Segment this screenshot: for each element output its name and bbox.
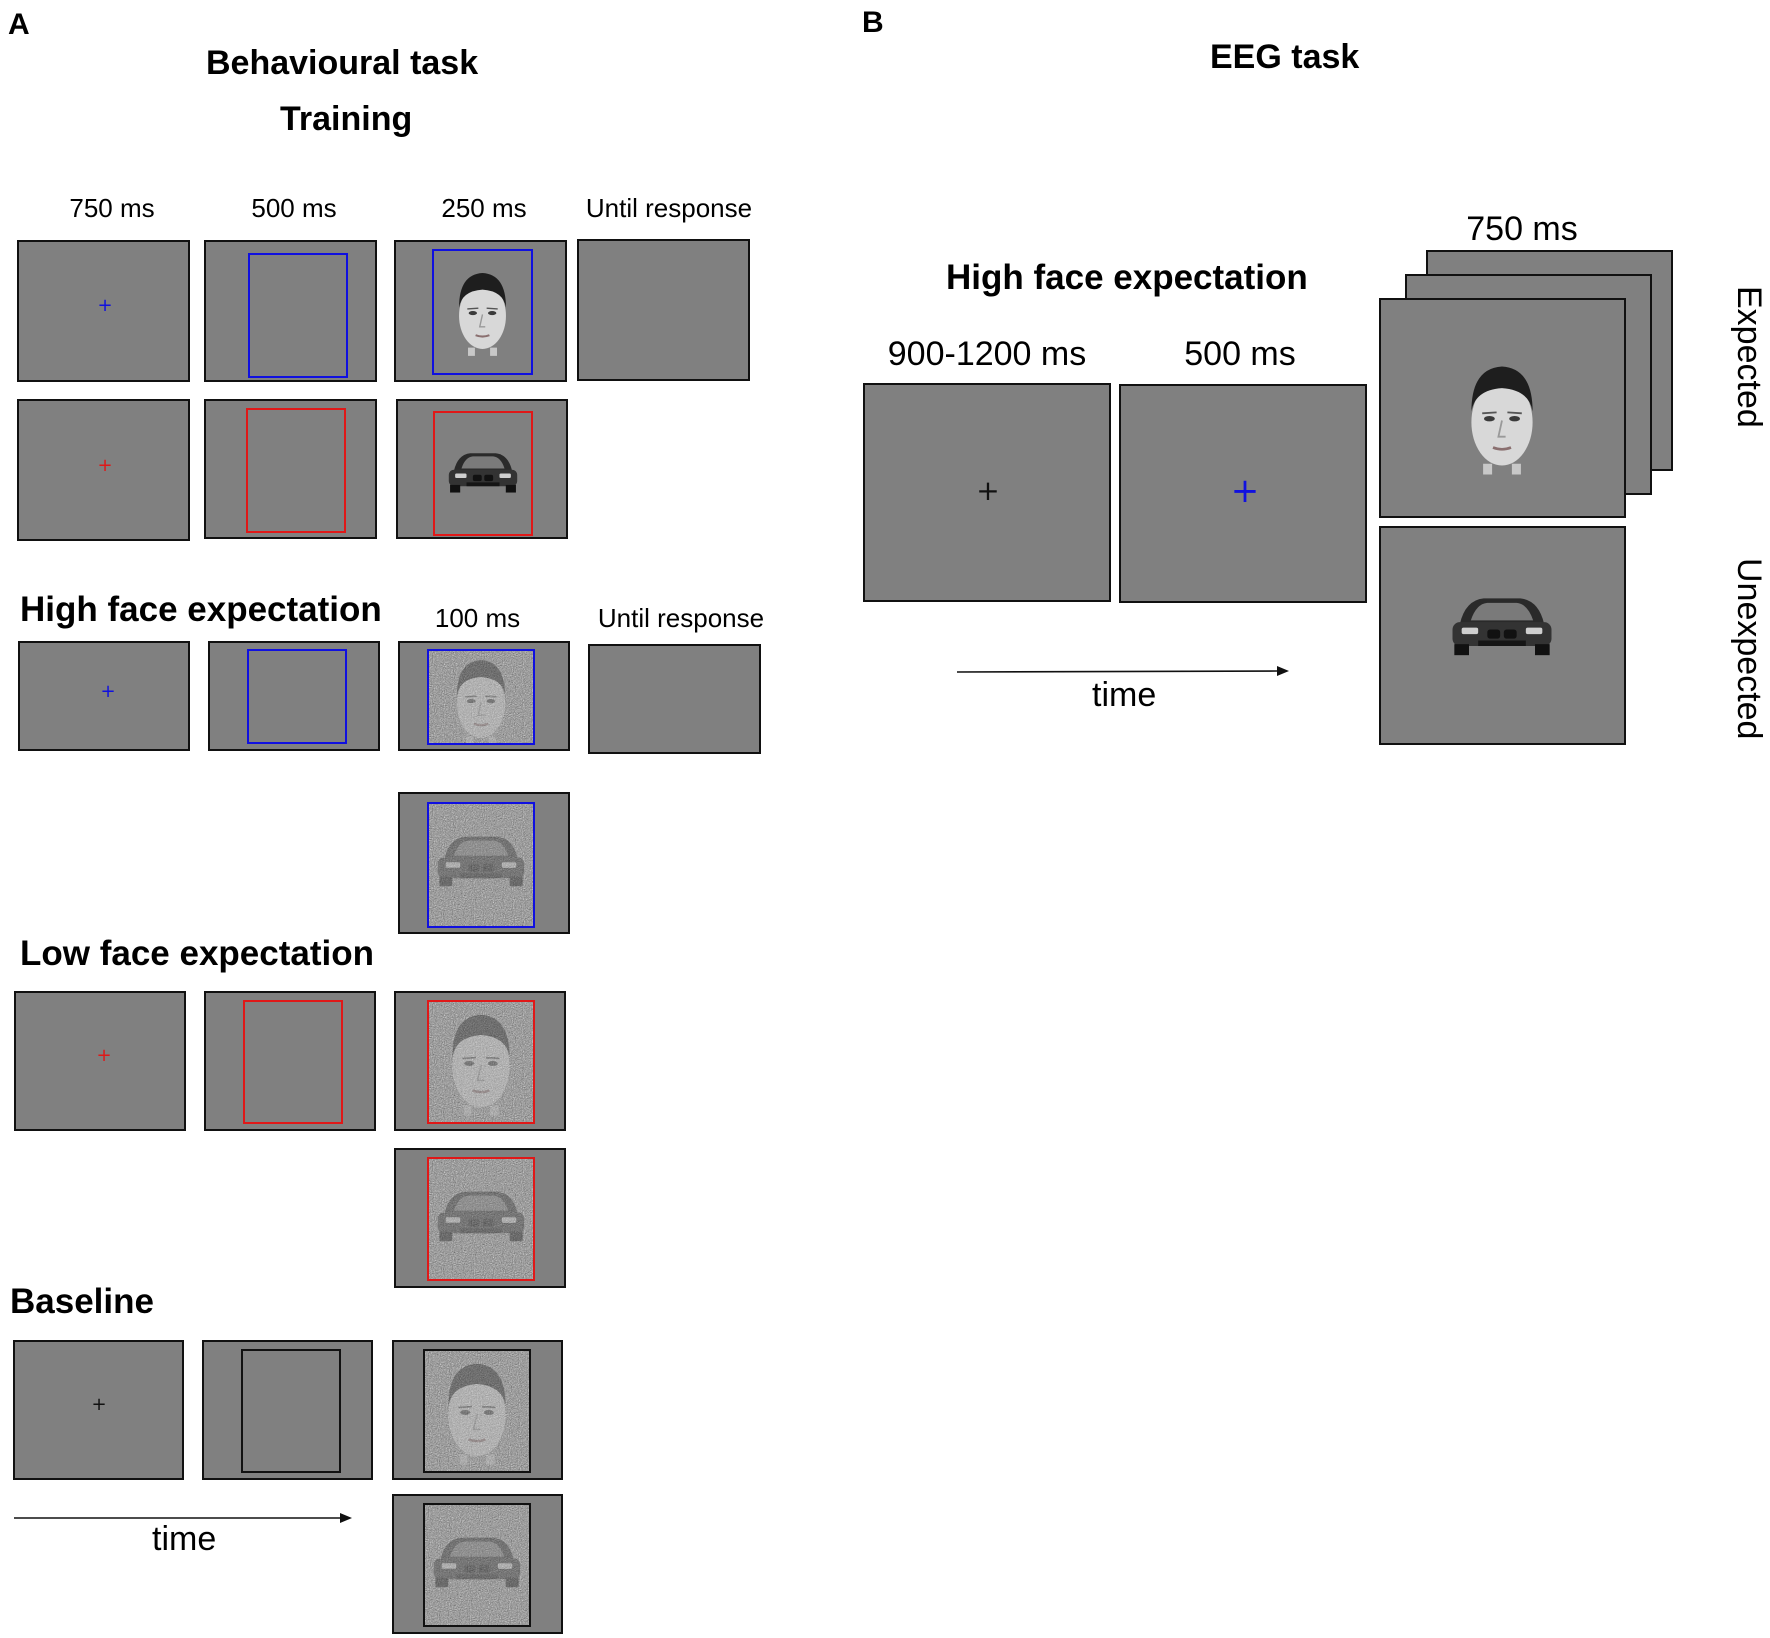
baseline-cue-screen [202, 1340, 373, 1480]
blue-cue-frame [432, 249, 533, 375]
blue-cue-frame [427, 649, 535, 745]
eeg-car-screen [1379, 526, 1626, 745]
noisy-car-image [425, 1505, 529, 1625]
time-label-a: time [152, 1520, 217, 1558]
fixation-cross-icon: + [97, 455, 113, 476]
eeg-task-title: EEG task [1210, 38, 1360, 76]
training-face-screen [394, 240, 567, 382]
training-cue-blue-screen [204, 240, 377, 382]
red-cue-frame [243, 1000, 343, 1124]
baseline-noisy-car-screen [392, 1494, 563, 1634]
low-cue-screen [204, 991, 376, 1131]
noisy-face-image [429, 1002, 533, 1122]
fixation-cross-icon: + [91, 1394, 107, 1415]
red-cue-frame [427, 1157, 535, 1281]
car-image-icon [448, 453, 518, 493]
fixation-cross-icon: + [1230, 471, 1260, 511]
timing-100-ms: 100 ms [434, 603, 521, 633]
training-car-screen [396, 399, 568, 539]
red-cue-frame [246, 408, 346, 533]
baseline-title: Baseline [10, 1282, 154, 1321]
timing-until-response: Until response [585, 193, 753, 223]
time-label-b: time [1092, 676, 1157, 714]
black-cue-frame [423, 1503, 531, 1627]
panel-b-letter: B [862, 6, 884, 39]
baseline-noisy-face-screen [392, 1340, 563, 1480]
training-cue-red-screen [204, 399, 377, 539]
low-noisy-car-screen [394, 1148, 566, 1288]
face-image-icon [434, 251, 531, 373]
low-face-expectation-title: Low face expectation [20, 934, 374, 973]
high-fixation-screen: + [18, 641, 190, 751]
low-fixation-screen: + [14, 991, 186, 1131]
timing-750-ms: 750 ms [1466, 210, 1578, 248]
high-noisy-car-screen [398, 792, 570, 934]
timing-900-1200-ms: 900-1200 ms [887, 335, 1087, 373]
noisy-face-image [429, 651, 533, 743]
high-response-screen [588, 644, 761, 754]
time-arrow-b [956, 666, 1289, 676]
red-cue-frame [433, 411, 533, 536]
timing-500-ms: 500 ms [1184, 335, 1296, 373]
red-cue-frame [427, 1000, 535, 1124]
unexpected-label: Unexpected [1730, 558, 1768, 740]
panel-a-letter: A [8, 8, 30, 41]
noisy-car-image [429, 804, 533, 926]
black-cue-frame [423, 1349, 531, 1473]
noisy-face-image [425, 1351, 529, 1471]
fixation-cross-icon: + [976, 474, 1000, 507]
car-image-icon [1452, 598, 1552, 656]
fixation-cross-icon: + [96, 1045, 112, 1066]
training-response-screen [577, 239, 750, 381]
expected-label: Expected [1730, 286, 1768, 428]
low-noisy-face-screen [394, 991, 566, 1131]
timing-500-ms: 500 ms [251, 193, 337, 223]
timing-until-response: Until response [597, 603, 765, 633]
time-arrow-a [14, 1513, 352, 1523]
eeg-high-face-expectation-title: High face expectation [946, 258, 1308, 297]
baseline-fixation-screen: + [13, 1340, 184, 1480]
face-image-icon [1381, 300, 1624, 516]
high-cue-screen [208, 641, 380, 751]
blue-cue-frame [427, 802, 535, 928]
timing-250-ms: 250 ms [441, 193, 527, 223]
timing-750-ms: 750 ms [69, 193, 155, 223]
eeg-cue-screen: + [1119, 384, 1367, 603]
high-face-expectation-title: High face expectation [20, 590, 382, 629]
eeg-fixation-screen: + [863, 383, 1111, 602]
training-fixation-red-screen: + [17, 399, 190, 541]
high-noisy-face-screen [398, 641, 570, 751]
blue-cue-frame [247, 649, 347, 744]
training-fixation-blue-screen: + [17, 240, 190, 382]
fixation-cross-icon: + [97, 295, 113, 316]
fixation-cross-icon: + [100, 681, 116, 702]
noisy-car-image [429, 1159, 533, 1279]
eeg-face-screen [1379, 298, 1626, 518]
black-cue-frame [241, 1349, 341, 1473]
training-title: Training [280, 100, 413, 138]
behavioural-task-title: Behavioural task [206, 44, 479, 82]
blue-cue-frame [248, 253, 348, 378]
